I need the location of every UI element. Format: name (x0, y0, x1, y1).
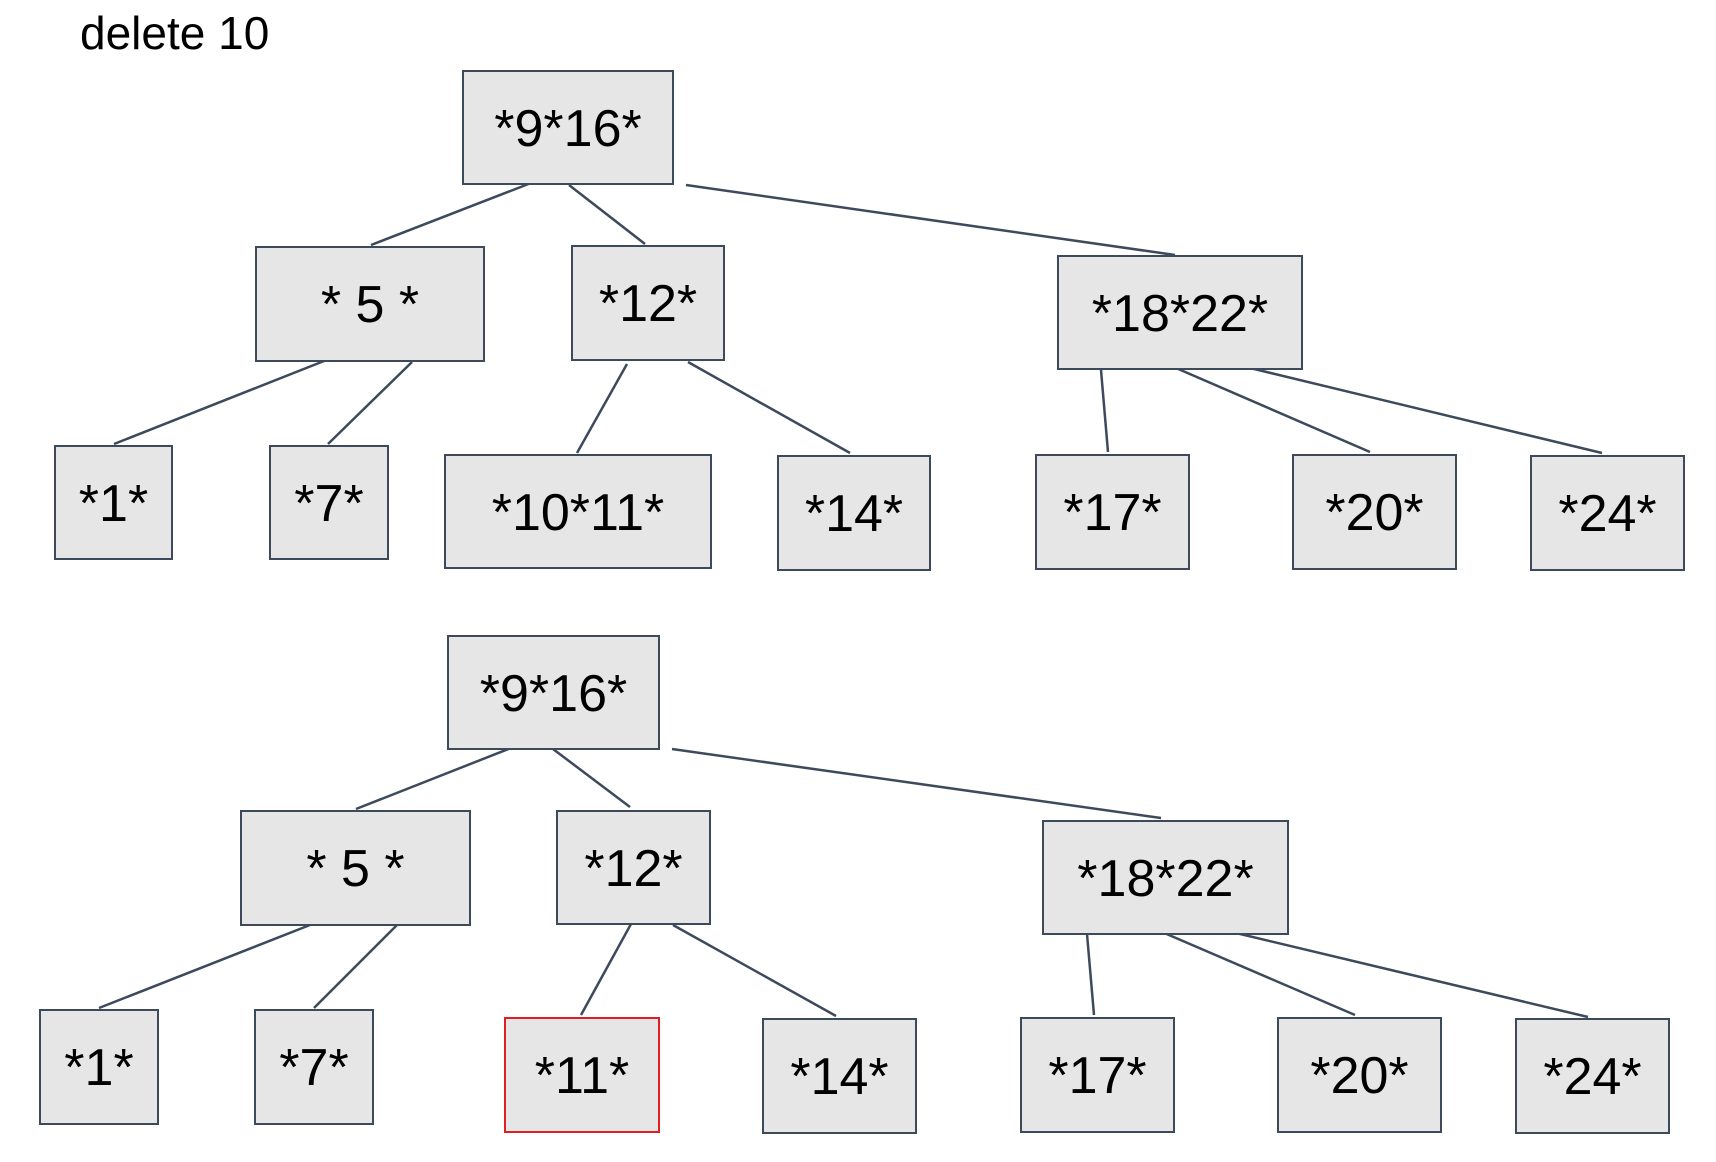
edge-root-n1822 (671, 747, 1162, 820)
tree-leaf-11-highlighted: *11* (504, 1017, 660, 1133)
edge-n1822-l17 (1099, 369, 1110, 453)
tree-leaf-20: *20* (1277, 1017, 1442, 1133)
edge-n1822-l20 (1175, 366, 1371, 454)
tree-node-18-22: *18*22* (1042, 820, 1289, 935)
edge-n1822-l24 (1249, 366, 1603, 455)
tree-leaf-24: *24* (1530, 455, 1685, 571)
tree-node-5: * 5 * (255, 246, 485, 362)
edge-n5-l1 (98, 923, 311, 1010)
tree-leaf-10-11: *10*11* (444, 454, 712, 569)
edge-n12-l11 (579, 923, 633, 1016)
edge-n5-l7 (327, 361, 413, 445)
edge-root-n5 (355, 744, 517, 811)
tree-leaf-1: *1* (39, 1009, 159, 1125)
tree-leaf-7: *7* (269, 445, 389, 560)
tree-leaf-17: *17* (1020, 1017, 1175, 1133)
edge-n1822-l20 (1161, 930, 1356, 1017)
edge-n1822-l17 (1085, 933, 1096, 1016)
tree-node-root: *9*16* (447, 635, 660, 750)
tree-leaf-17: *17* (1035, 454, 1190, 570)
tree-node-12: *12* (571, 245, 725, 361)
tree-leaf-20: *20* (1292, 454, 1457, 570)
page-title: delete 10 (80, 7, 270, 59)
edge-root-n12 (552, 748, 631, 808)
edge-n12-l14 (687, 360, 851, 455)
edge-root-n5 (370, 181, 532, 247)
tree-node-root: *9*16* (462, 70, 674, 185)
edge-n5-l7 (313, 924, 398, 1009)
tree-leaf-7: *7* (254, 1009, 374, 1125)
tree-leaf-14: *14* (762, 1018, 917, 1134)
edge-n12-l14 (672, 923, 837, 1018)
tree-leaf-24: *24* (1515, 1018, 1670, 1134)
edge-root-n12 (568, 184, 646, 245)
tree-leaf-14: *14* (777, 455, 931, 571)
edge-n12-l1011 (575, 363, 629, 454)
tree-leaf-1: *1* (54, 445, 173, 560)
edge-root-n1822 (685, 183, 1176, 257)
tree-node-18-22: *18*22* (1057, 255, 1303, 370)
edge-n1822-l24 (1235, 931, 1589, 1019)
tree-node-12: *12* (556, 810, 711, 925)
tree-node-5: * 5 * (240, 810, 471, 926)
edge-n5-l1 (113, 359, 325, 446)
